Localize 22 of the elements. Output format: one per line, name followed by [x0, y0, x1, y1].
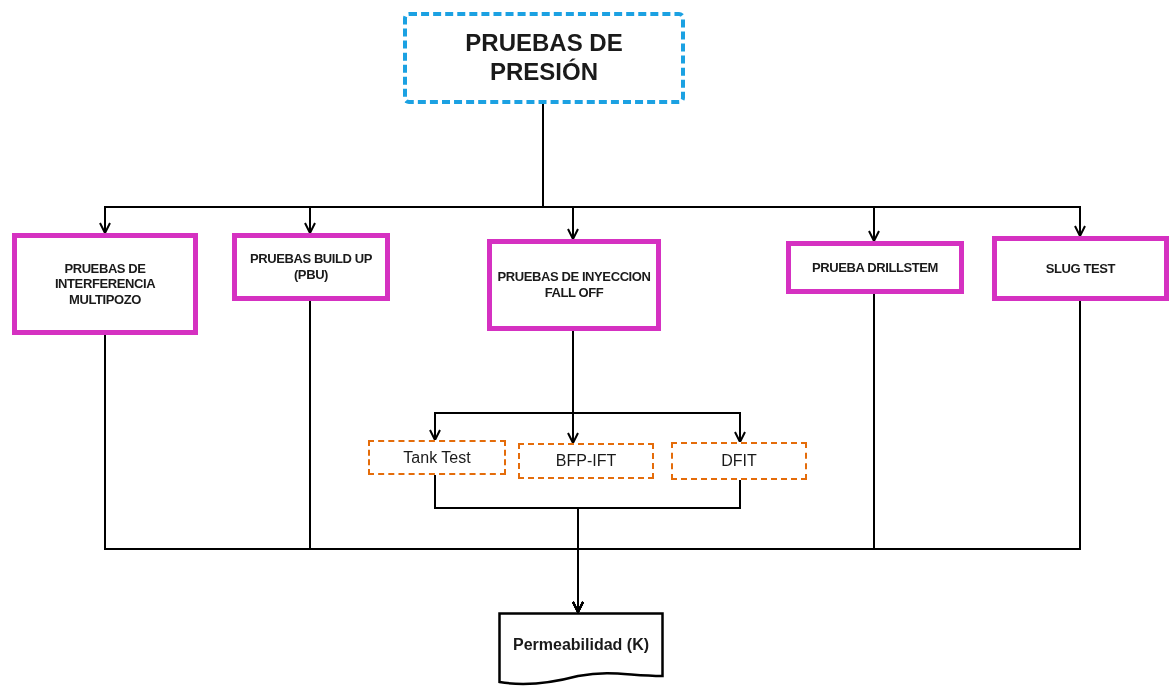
node-label: PRUEBAS DE INYECCION FALL OFF — [496, 269, 652, 301]
process-box — [487, 239, 661, 331]
process-box — [992, 236, 1169, 301]
node-label: PRUEBAS DE INTERFERENCIA MULTIPOZO — [53, 260, 157, 308]
arrow — [572, 330, 746, 443]
process-box — [12, 233, 198, 335]
process-box — [232, 233, 390, 301]
process-box — [671, 442, 807, 480]
node-label: PRUEBAS DE PRESIÓN — [464, 29, 624, 87]
document-shape — [498, 612, 664, 686]
node-label: SLUG TEST — [1044, 260, 1117, 277]
arrow — [572, 300, 1081, 613]
node-label: Permeabilidad (K) — [513, 635, 649, 655]
node-label: Tank Test — [403, 447, 471, 468]
process-box — [368, 440, 506, 475]
node-label: BFP-IFT — [555, 451, 617, 471]
node-label: PRUEBAS BUILD UP (PBU) — [248, 251, 374, 283]
process-box — [518, 443, 654, 479]
process-box — [403, 12, 685, 104]
node-label: DFIT — [721, 451, 757, 471]
node-label: PRUEBA DRILLSTEM — [811, 259, 939, 276]
process-box — [786, 241, 964, 294]
